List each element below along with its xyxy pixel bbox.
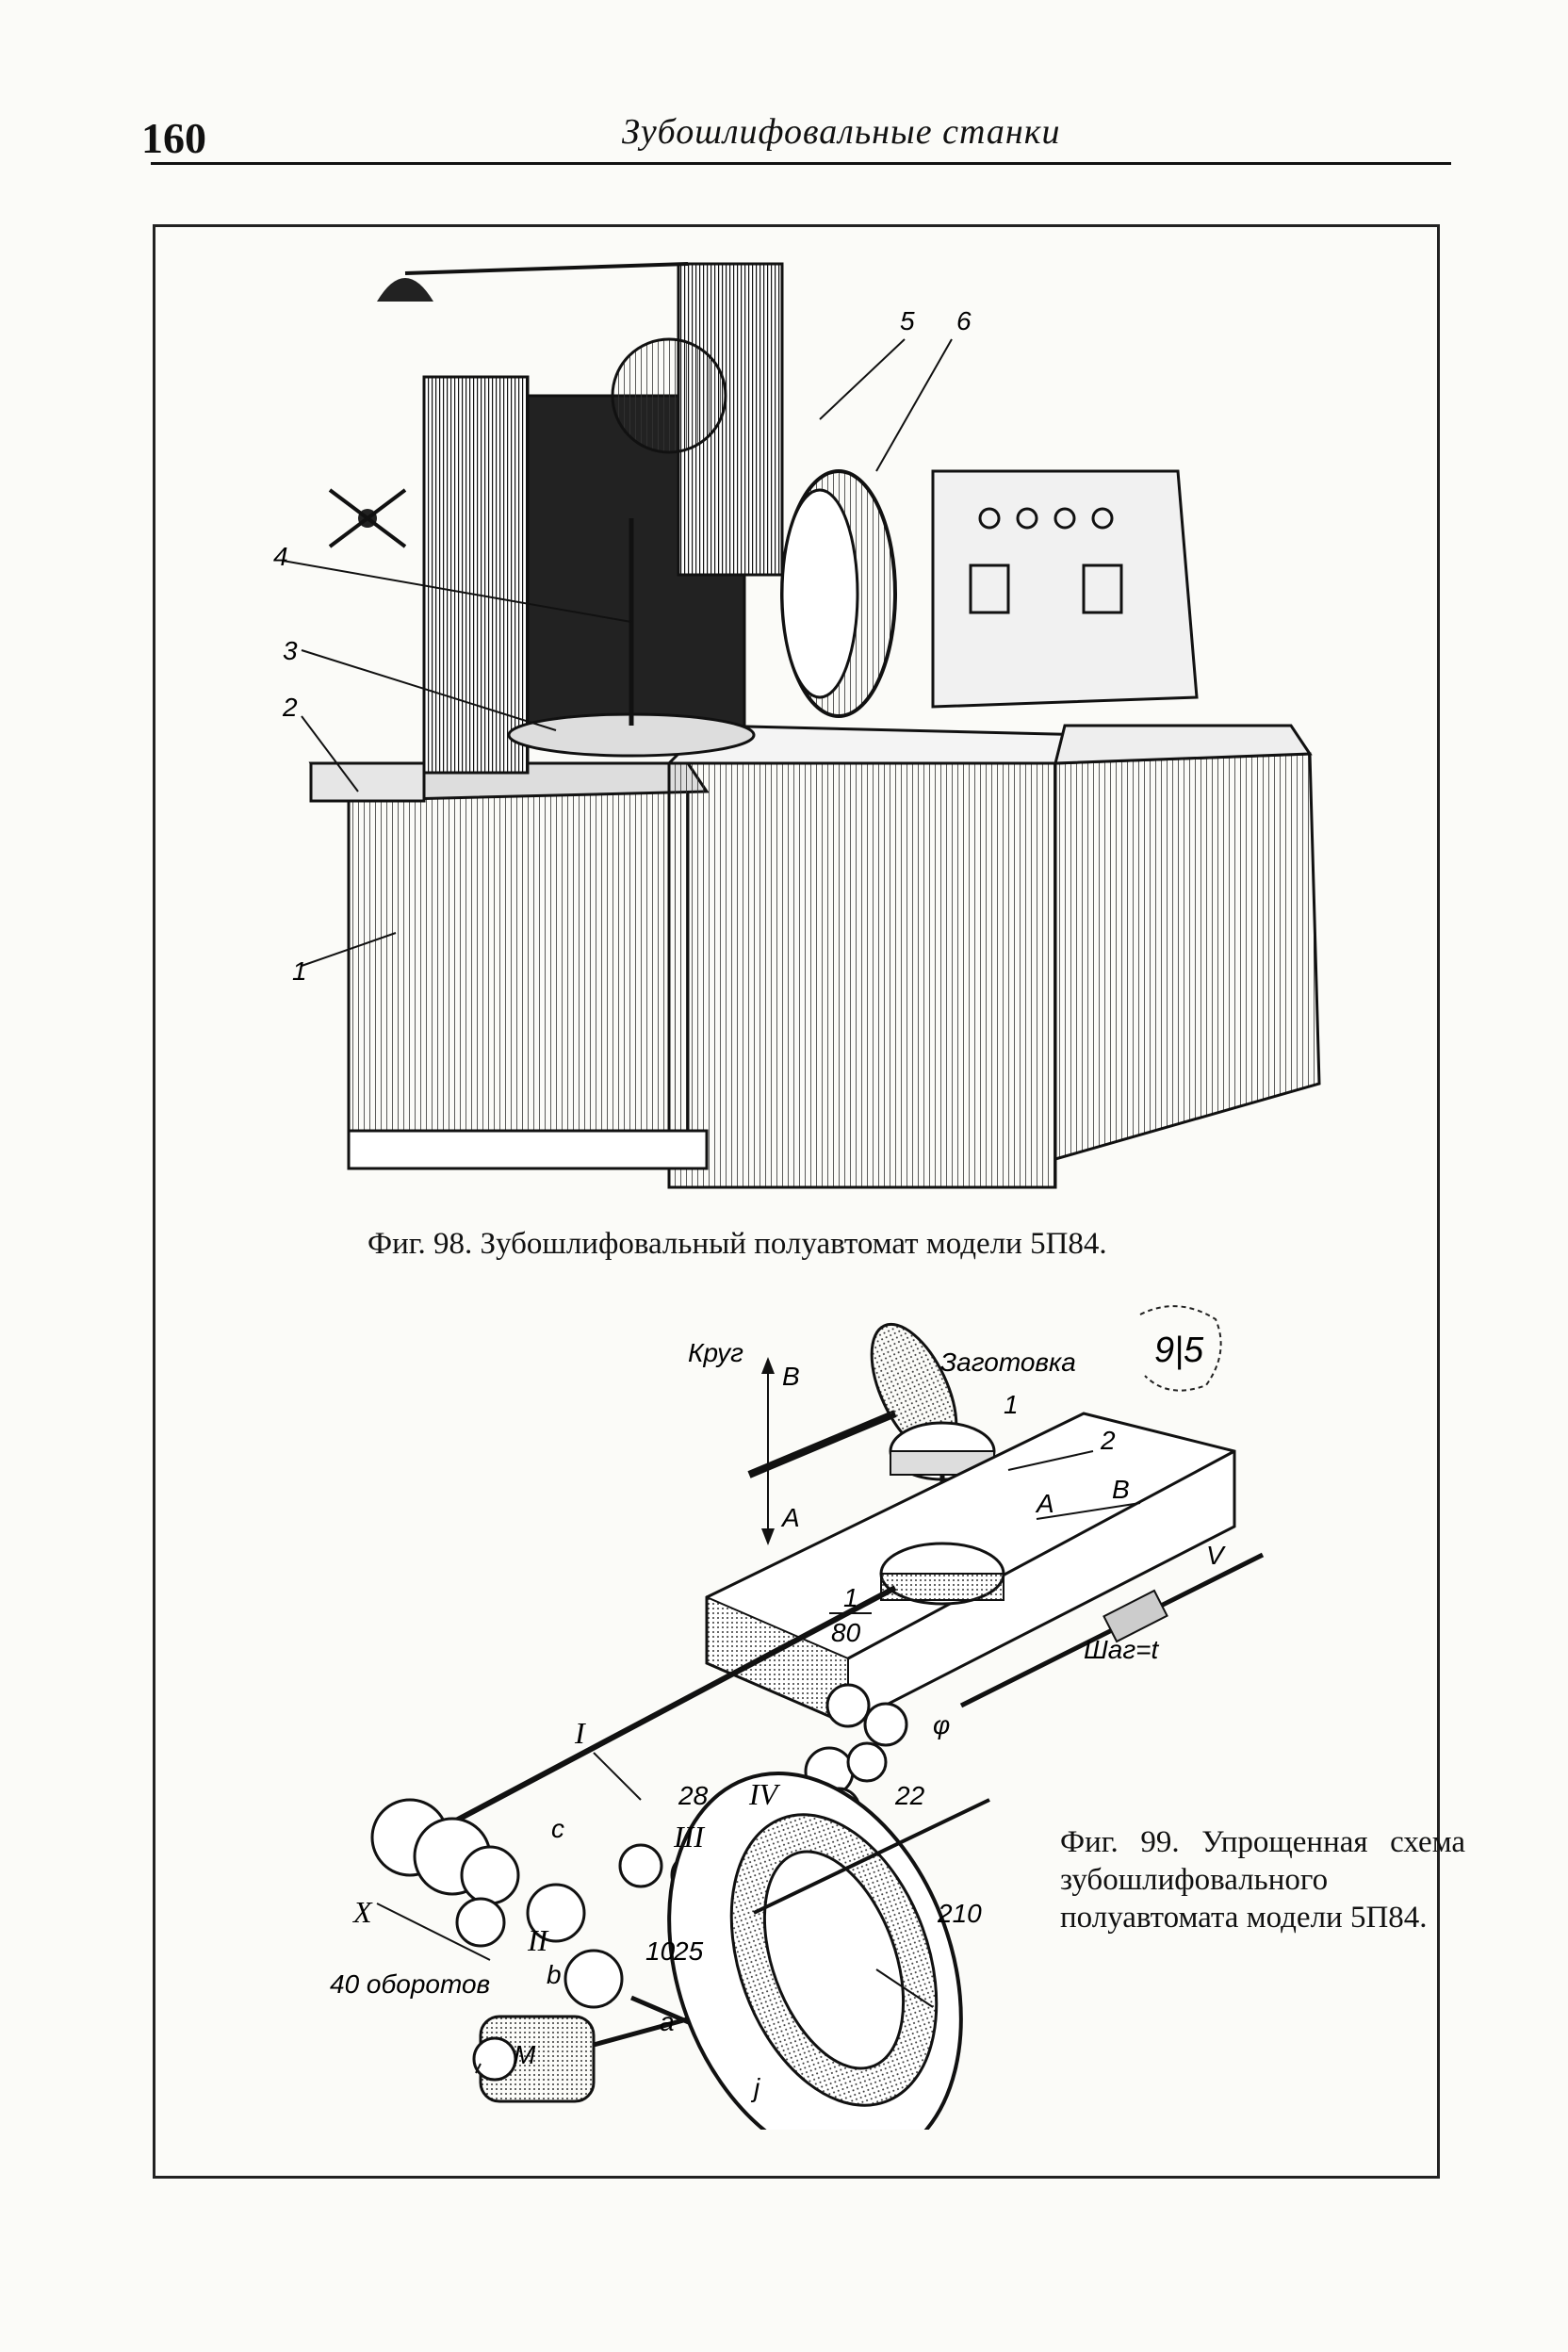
figure-99-diagram: Круг В Заготовка 1 А 2 А В V 1 80 Шаг=t …: [330, 1322, 1265, 2130]
label-gear-25: 25: [673, 1936, 704, 1966]
label-gear-c: c: [551, 1814, 564, 1843]
page-number: 160: [141, 114, 206, 162]
callout-3: 3: [283, 636, 298, 665]
figure-98-illustration: 1 2 3 4 5 6: [273, 262, 1321, 1189]
label-disk-210: 210: [937, 1899, 982, 1928]
label-dir-b-vertical: В: [782, 1362, 800, 1391]
label-gear-b: b: [547, 1960, 562, 1989]
running-head: Зубошлифовальные станки: [622, 112, 1061, 152]
label-workpiece: Заготовка: [940, 1348, 1076, 1377]
label-shaft-ii: II: [527, 1923, 549, 1957]
label-shaft-i: I: [574, 1716, 586, 1750]
label-dir-b: В: [1112, 1475, 1130, 1504]
label-revolutions: 40 оборотов: [330, 1969, 490, 1999]
handwritten-note-text: 9|5: [1154, 1331, 1204, 1370]
header-rule: [151, 162, 1451, 165]
callout-6: 6: [956, 306, 972, 335]
label-cam-j: j: [750, 2073, 760, 2102]
label-shaft-iv: IV: [748, 1777, 781, 1811]
label-part-1: 1: [1004, 1390, 1019, 1419]
figure-99-caption: Фиг. 99. Упрощенная схема зубошлифовальн…: [1060, 1825, 1465, 1935]
label-shaft-iii: III: [673, 1820, 705, 1854]
figure-98-caption: Фиг. 98. Зубошлифовальный полуавтомат мо…: [368, 1227, 1107, 1261]
handwritten-note: 9|5: [1139, 1305, 1222, 1392]
callout-4: 4: [273, 542, 288, 571]
label-gear-22: 22: [894, 1781, 925, 1810]
label-ratio-numerator: 1: [843, 1583, 858, 1612]
label-gear-10: 10: [645, 1936, 676, 1966]
label-dir-a: А: [1035, 1489, 1054, 1518]
label-dir-a-vertical: А: [780, 1503, 800, 1532]
label-shaft-v: V: [1206, 1541, 1226, 1570]
label-part-2: 2: [1100, 1426, 1116, 1455]
callout-5: 5: [900, 306, 915, 335]
figure-frame: [153, 224, 1440, 2179]
label-wheel: Круг: [688, 1338, 743, 1367]
label-motor: М: [514, 2040, 536, 2069]
label-phi: φ: [933, 1710, 950, 1740]
callout-1: 1: [292, 956, 307, 986]
callout-2: 2: [282, 693, 298, 722]
label-shaft-x: X: [351, 1895, 373, 1929]
label-gear-28: 28: [678, 1781, 709, 1810]
label-ratio-denominator: 80: [831, 1618, 861, 1647]
label-pitch: Шаг=t: [1084, 1635, 1160, 1664]
label-gear-a: a: [660, 2007, 675, 2036]
